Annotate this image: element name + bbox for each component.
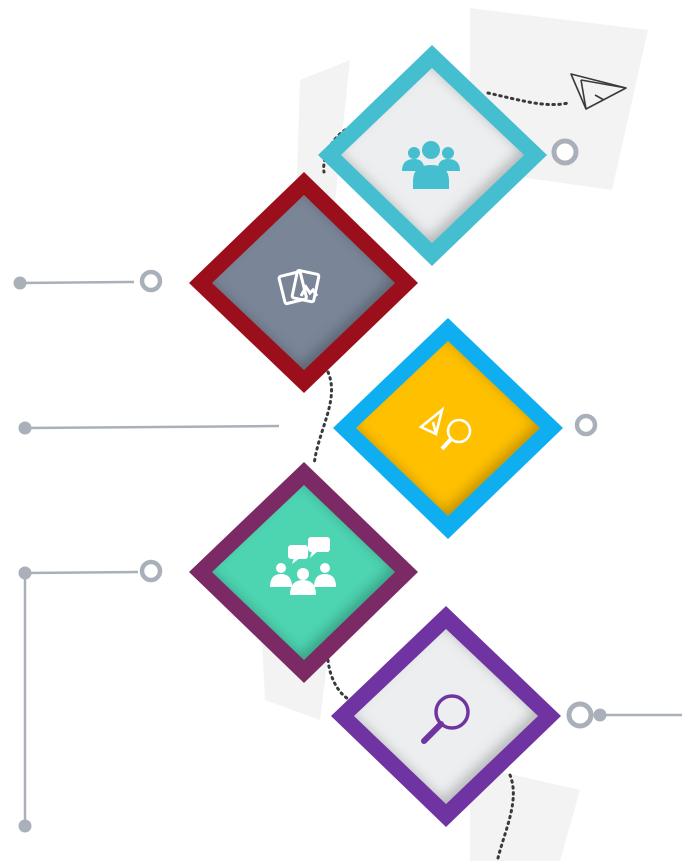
connector-line xyxy=(19,280,135,285)
magnifier-icon xyxy=(421,694,470,744)
node-ring xyxy=(139,559,163,583)
dotted-path-segment xyxy=(312,370,333,467)
connector-nodes xyxy=(13,138,607,833)
node-ring xyxy=(551,138,579,166)
step-card-3 xyxy=(333,318,563,539)
node-ring xyxy=(566,701,594,729)
node-dot xyxy=(13,276,27,290)
dotted-path xyxy=(312,91,570,860)
node-dot xyxy=(18,421,32,435)
step-card-2 xyxy=(189,172,418,393)
dotted-path-segment xyxy=(326,658,352,702)
node-ring xyxy=(139,269,163,293)
connector-line xyxy=(24,570,139,575)
step-card-5 xyxy=(331,606,561,827)
connectors xyxy=(19,280,682,826)
connector-line xyxy=(24,424,280,430)
node-dot xyxy=(18,566,32,580)
plane-search-icon xyxy=(418,406,472,451)
node-ring xyxy=(574,413,598,437)
step-card-1 xyxy=(318,45,547,266)
paper-shape xyxy=(470,765,580,861)
photos-icon xyxy=(277,268,321,306)
node-dot xyxy=(593,708,607,722)
dotted-path-segment xyxy=(496,773,515,860)
step-card-4 xyxy=(189,462,418,683)
paper-plane-icon xyxy=(570,73,627,110)
node-dot xyxy=(18,819,32,833)
group-chat-icon xyxy=(270,537,336,595)
team-icon xyxy=(402,141,460,189)
dotted-path-segment xyxy=(486,91,570,107)
